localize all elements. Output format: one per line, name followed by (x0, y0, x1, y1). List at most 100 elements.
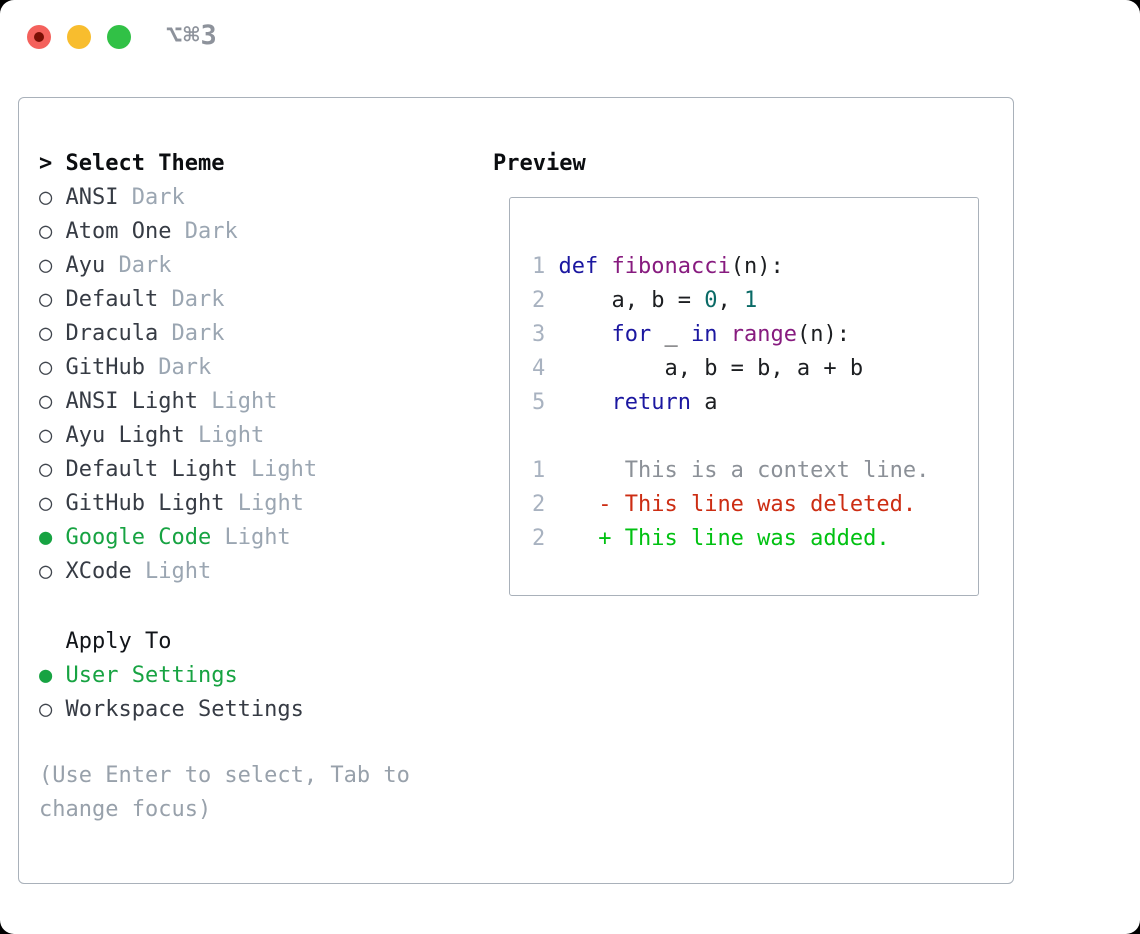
theme-name: GitHub (65, 355, 145, 380)
select-theme-header: > Select Theme (39, 147, 317, 181)
diff-line-added: 2 + This line was added. (532, 522, 978, 556)
theme-item-github[interactable]: ○ GitHub Dark (39, 351, 317, 385)
select-theme-title: Select Theme (65, 151, 225, 176)
code-token: in (690, 322, 718, 347)
theme-name: ANSI Light (65, 389, 198, 414)
diff-text: - This line was deleted. (598, 492, 917, 517)
titlebar: ⌥⌘3 (0, 0, 1140, 72)
minimize-button[interactable] (67, 25, 91, 49)
theme-variant: Light (224, 525, 291, 550)
theme-item-xcode[interactable]: ○ XCode Light (39, 555, 317, 589)
apply-to-header: Apply To (39, 625, 304, 659)
theme-variant: Dark (171, 321, 225, 346)
code-token (717, 322, 730, 347)
theme-item-ayu[interactable]: ○ Ayu Dark (39, 249, 317, 283)
theme-variant: Dark (158, 355, 212, 380)
radio-icon: ○ (39, 185, 53, 210)
theme-item-atom-one[interactable]: ○ Atom One Dark (39, 215, 317, 249)
diff-text: This is a context line. (598, 458, 930, 483)
zoom-button[interactable] (107, 25, 131, 49)
code-token: for (611, 322, 652, 347)
code-token: (n): (730, 254, 784, 279)
line-number: 2 (532, 288, 546, 313)
code-token: a (690, 390, 718, 415)
code-token (598, 254, 611, 279)
theme-name: Ayu (65, 253, 106, 278)
code-line: 3 for _ in range(n): (532, 318, 978, 352)
theme-picker-panel: > Select Theme ○ ANSI Dark○ Atom One Dar… (18, 97, 1014, 884)
code-line: 2 a, b = 0, 1 (532, 284, 978, 318)
line-number: 2 (532, 526, 546, 551)
apply-to-title: Apply To (65, 629, 172, 654)
line-number: 2 (532, 492, 546, 517)
code-token: , (717, 288, 744, 313)
theme-variant: Dark (171, 287, 225, 312)
theme-variant: Light (197, 423, 265, 448)
code-token: fibonacci (611, 254, 731, 279)
radio-icon: ○ (39, 697, 53, 722)
window-shortcut-title: ⌥⌘3 (166, 20, 218, 51)
code-token: a, b = (558, 288, 705, 313)
code-token: 1 (743, 288, 758, 313)
code-token: _ (651, 322, 691, 347)
line-number: 4 (532, 356, 546, 381)
line-number: 1 (532, 254, 546, 279)
radio-selected-icon: ● (39, 525, 53, 550)
code-line: 4 a, b = b, a + b (532, 352, 978, 386)
keyboard-hint: (Use Enter to select, Tab to change focu… (39, 763, 410, 822)
line-number: 3 (532, 322, 546, 347)
apply-to-section: Apply To ● User Settings○ Workspace Sett… (39, 625, 304, 727)
radio-icon: ○ (39, 423, 53, 448)
diff-text: + This line was added. (598, 526, 890, 551)
code-token: 0 (704, 288, 718, 313)
code-token (559, 390, 612, 415)
theme-variant: Dark (184, 219, 238, 244)
theme-name: Default Light (65, 457, 238, 482)
line-number: 5 (532, 390, 546, 415)
theme-name: Ayu Light (65, 423, 185, 448)
apply-option-label: User Settings (65, 663, 238, 688)
theme-item-default[interactable]: ○ Default Dark (39, 283, 317, 317)
theme-item-default-light[interactable]: ○ Default Light Light (39, 453, 317, 487)
apply-option-user-settings[interactable]: ● User Settings (39, 659, 304, 693)
close-button[interactable] (27, 25, 51, 49)
diff-line-context: 1 This is a context line. (532, 454, 978, 488)
radio-icon: ○ (39, 389, 53, 414)
diff-line-deleted: 2 - This line was deleted. (532, 488, 978, 522)
apply-option-workspace-settings[interactable]: ○ Workspace Settings (39, 693, 304, 727)
theme-variant: Dark (118, 253, 172, 278)
blank-line (532, 420, 978, 454)
preview-title: Preview (493, 151, 586, 176)
theme-name: GitHub Light (65, 491, 225, 516)
theme-name: Atom One (65, 219, 172, 244)
theme-variant: Light (211, 389, 278, 414)
radio-icon: ○ (39, 355, 53, 380)
theme-variant: Light (250, 457, 318, 482)
theme-item-dracula[interactable]: ○ Dracula Dark (39, 317, 317, 351)
line-number: 1 (532, 458, 546, 483)
radio-selected-icon: ● (39, 663, 53, 688)
code-token: (n): (796, 322, 850, 347)
theme-name: Dracula (65, 321, 159, 346)
code-token: a, b = b, a + b (558, 356, 864, 381)
code-token: range (730, 322, 797, 347)
theme-item-ansi-light[interactable]: ○ ANSI Light Light (39, 385, 317, 419)
theme-item-google-code[interactable]: ● Google Code Light (39, 521, 317, 555)
theme-item-ansi[interactable]: ○ ANSI Dark (39, 181, 317, 215)
theme-item-ayu-light[interactable]: ○ Ayu Light Light (39, 419, 317, 453)
theme-item-github-light[interactable]: ○ GitHub Light Light (39, 487, 317, 521)
radio-icon: ○ (39, 457, 53, 482)
code-token: return (611, 390, 691, 415)
cursor-icon: > (39, 151, 53, 176)
radio-icon: ○ (39, 321, 53, 346)
theme-name: ANSI (65, 185, 119, 210)
code-line: 1 def fibonacci(n): (532, 250, 978, 284)
radio-icon: ○ (39, 253, 53, 278)
code-token (559, 322, 612, 347)
code-token: def (558, 254, 599, 279)
theme-name: Google Code (65, 525, 212, 550)
theme-name: XCode (65, 559, 132, 584)
